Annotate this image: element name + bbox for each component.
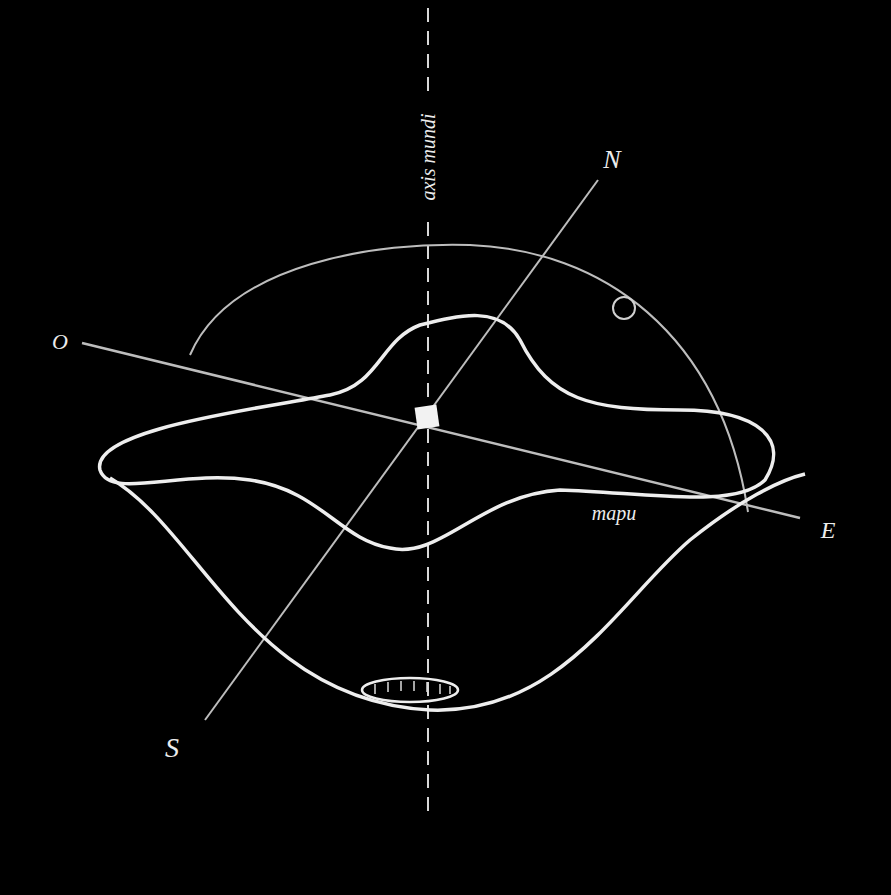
earth-bowl [110,474,805,710]
underworld-ellipse [362,678,458,702]
west-east-axis [82,343,800,518]
axis-label: axis mundi [417,111,439,202]
ellipse-ticks [375,681,450,694]
direction-label: N [601,146,622,175]
axis-line [427,222,429,815]
direction-label: O [50,330,70,354]
axis-line [427,8,429,92]
direction-label: E [819,517,838,543]
sky-arc [190,245,748,512]
center-square [415,405,440,430]
direction-label: S [163,733,181,764]
region-label: mapu [590,502,638,524]
earth-rim [100,316,774,550]
sun-symbol [613,297,635,319]
